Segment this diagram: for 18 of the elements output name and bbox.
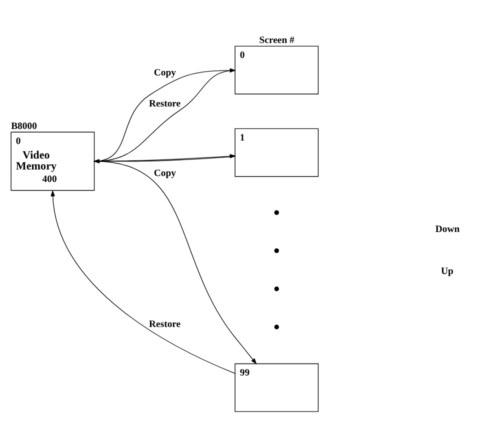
label: Up [440,266,454,277]
node-circle [274,324,279,329]
node-box: 1 [234,128,319,176]
node-label: B8000 [11,120,37,132]
node-label: Screen # [259,34,294,46]
edge-label: Restore [149,318,181,330]
edge-label: Copy [154,66,176,78]
node-circle [274,286,279,291]
arrow [50,190,236,374]
arrow [93,156,236,163]
edge-label: Restore [149,98,181,110]
node-circle [274,248,279,253]
node-box: 0 [234,45,319,94]
node-box: 99 [234,362,319,412]
edge-label: Copy [154,167,176,178]
label: Down [435,223,460,234]
node-circle [274,210,279,214]
node-box: 0 Video Memory 400 [10,131,95,190]
